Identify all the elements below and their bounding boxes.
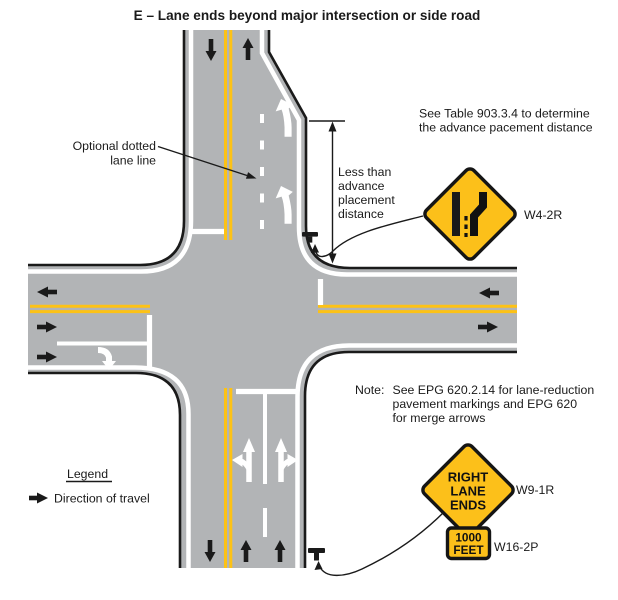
road-edge-northwest [28, 30, 186, 267]
legend-direction-label: Direction of travel [54, 492, 150, 506]
lane-ends-symbol-icon [452, 192, 487, 237]
edge-line-northwest [28, 30, 194, 274]
travel-arrow-westbound-east-leg [479, 287, 499, 299]
travel-arrow-northbound-north-leg [242, 38, 254, 60]
figure-title: E – Lane ends beyond major intersection … [134, 8, 481, 23]
leader-w4-2r-sign-location [311, 215, 424, 258]
leader-optional-dotted-lane-line [157, 145, 257, 179]
double-yellow-centerline-north-leg [224, 30, 233, 240]
leader-w9-1r-sign-location [314, 511, 445, 577]
note-label: Note: [355, 383, 384, 397]
w16-2p-rect [445, 526, 492, 561]
w4-2r-diamond [423, 167, 517, 261]
optional-dotted-label-line2: lane line [110, 154, 156, 168]
road-edge-southeast [303, 350, 517, 568]
w16-2p-plaque: 1000 FEET [445, 526, 492, 561]
less-than-label-line1: Less than [338, 165, 391, 179]
legend-block: Legend Direction of travel [29, 467, 150, 506]
travel-arrow-southbound-south-leg [204, 540, 216, 562]
direction-of-travel-arrow-icon [29, 492, 48, 504]
w9-1r-line2: LANE [450, 484, 486, 499]
road-surface [28, 30, 517, 568]
through-left-arrow-marking-south-leg [232, 438, 255, 482]
edge-line-northeast-taper [259, 30, 517, 277]
travel-arrow-eastbound-inner-west-leg [37, 321, 57, 333]
road-edge-southwest [28, 371, 182, 568]
w9-1r-line3: ENDS [450, 498, 486, 513]
double-yellow-centerline-east-leg [318, 304, 517, 314]
travel-arrow-northbound-right-south-leg [274, 540, 286, 562]
optional-dotted-label-line1: Optional dotted [73, 139, 157, 153]
w9-1r-sign: RIGHT LANE ENDS [421, 443, 515, 537]
w9-1r-line1: RIGHT [448, 470, 489, 485]
less-than-label-line3: placement [338, 193, 395, 207]
travel-arrow-westbound-west-leg [37, 286, 57, 298]
advance-placement-dimension [309, 120, 345, 264]
note-line1: See EPG 620.2.14 for lane-reduction [393, 383, 595, 397]
see-table-note-line2: the advance pacement distance [419, 121, 593, 135]
sign-post-marker-north [302, 232, 318, 243]
w9-1r-diamond [421, 443, 515, 537]
legend-heading: Legend [67, 467, 108, 481]
merge-arrow-marking-lower [275, 186, 293, 224]
travel-arrow-southbound-north-leg [205, 39, 217, 61]
w16-2p-line1: 1000 [455, 531, 482, 545]
w9-1r-code-label: W9-1R [516, 483, 554, 497]
w16-2p-code-label: W16-2P [494, 540, 538, 554]
through-right-arrow-marking-south-leg [275, 438, 298, 482]
less-than-label-line4: distance [338, 207, 384, 221]
edge-line-southwest [28, 365, 191, 568]
right-turn-arrow-marking-west-leg [97, 347, 116, 370]
travel-arrow-eastbound-outer-west-leg [37, 351, 57, 363]
merge-arrow-marking-upper [275, 99, 293, 137]
travel-arrow-northbound-left-south-leg [240, 540, 252, 562]
double-yellow-centerline-west-leg [30, 304, 150, 314]
travel-arrow-eastbound-east-leg [478, 321, 498, 333]
sign-post-marker-south [308, 548, 325, 561]
double-yellow-centerline-south-leg [224, 388, 233, 568]
w4-2r-sign [423, 167, 517, 261]
w4-2r-code-label: W4-2R [524, 208, 562, 222]
see-table-note-line1: See Table 903.3.4 to determine [419, 107, 590, 121]
note-line2: pavement markings and EPG 620 [393, 397, 578, 411]
note-line3: for merge arrows [393, 411, 486, 425]
less-than-label-line2: advance [338, 179, 385, 193]
w16-2p-line2: FEET [453, 543, 484, 557]
edge-line-southeast [295, 343, 517, 568]
